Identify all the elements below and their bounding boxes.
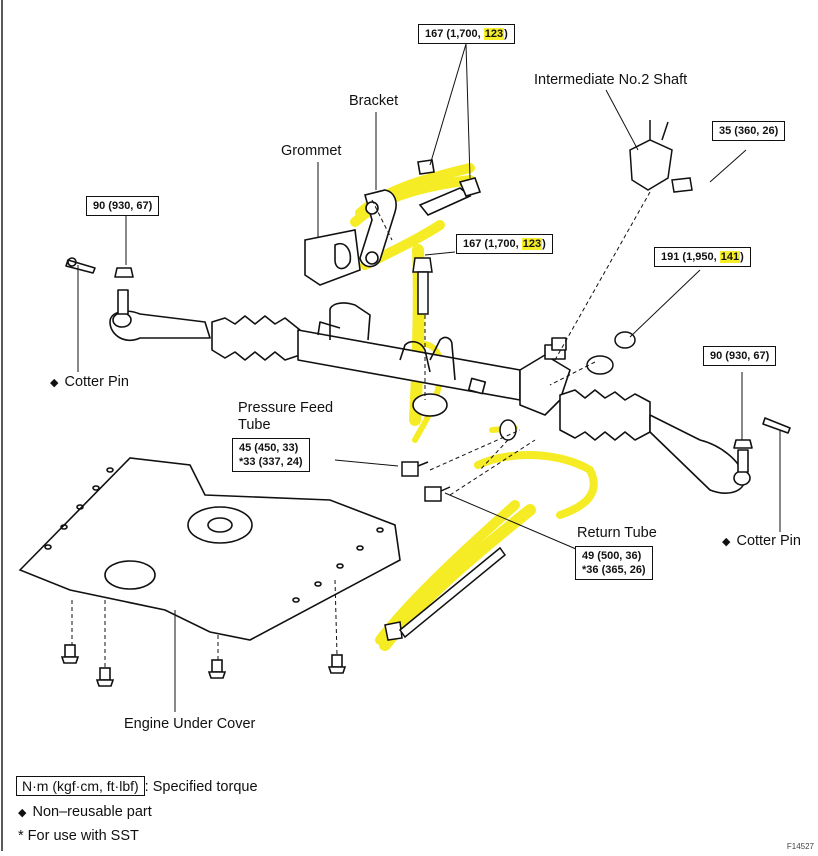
- non-reusable-marker: ◆: [50, 377, 59, 389]
- legend-sst-note: * For use with SST: [18, 828, 139, 844]
- torque-box-return-tube: 49 (500, 36) *36 (365, 26): [575, 546, 653, 580]
- label-engine-under-cover: Engine Under Cover: [124, 716, 256, 732]
- torque-box-rack-bolt: 167 (1,700, 123): [456, 234, 553, 254]
- torque-pressure-feed-line2: *33 (337, 24): [239, 456, 303, 468]
- legend-non-reusable: ◆Non–reusable part: [18, 804, 152, 820]
- label-cotter-pin-right: ◆Cotter Pin: [722, 533, 801, 549]
- torque-return-tube-line2: *36 (365, 26): [582, 564, 646, 576]
- rack-bolts: [384, 257, 636, 641]
- torque-box-tie-rod-left: 90 (930, 67): [86, 196, 160, 216]
- torque-box-pressure-feed: 45 (450, 33) *33 (337, 24): [232, 438, 310, 472]
- torque-pressure-feed-line1: 45 (450, 33): [239, 442, 299, 454]
- label-pressure-feed-line1: Pressure Feed: [238, 400, 334, 416]
- torque-return-tube-line1: 49 (500, 36): [582, 550, 642, 562]
- figure-id: F14527: [786, 842, 814, 851]
- torque-box-tie-rod-right: 90 (930, 67): [703, 346, 777, 366]
- label-grommet: Grommet: [281, 143, 342, 159]
- bracket-grommet: [304, 159, 482, 286]
- leader-lines: [71, 43, 781, 712]
- label-cotter-pin-left: ◆Cotter Pin: [50, 374, 129, 390]
- legend-diamond: ◆: [18, 807, 27, 819]
- steering-rack: [65, 257, 791, 494]
- engine-under-cover: [18, 457, 401, 687]
- label-bracket: Bracket: [349, 93, 399, 109]
- torque-box-shaft-bolt: 35 (360, 26): [712, 121, 786, 141]
- legend-unit-desc: : Specified torque: [144, 779, 258, 795]
- label-return-tube: Return Tube: [577, 525, 657, 541]
- torque-box-bracket-bolt: 167 (1,700, 123): [418, 24, 515, 44]
- label-pressure-feed-line2: Tube: [238, 417, 271, 433]
- legend-unit-box: N·m (kgf·cm, ft·lbf): [16, 776, 145, 796]
- non-reusable-marker: ◆: [722, 536, 731, 548]
- torque-box-rack-nut: 191 (1,950, 141): [654, 247, 751, 267]
- label-intermediate-shaft: Intermediate No.2 Shaft: [534, 72, 688, 88]
- legend-torque: N·m (kgf·cm, ft·lbf): Specified torque: [16, 776, 258, 796]
- intermediate-shaft: [629, 120, 693, 193]
